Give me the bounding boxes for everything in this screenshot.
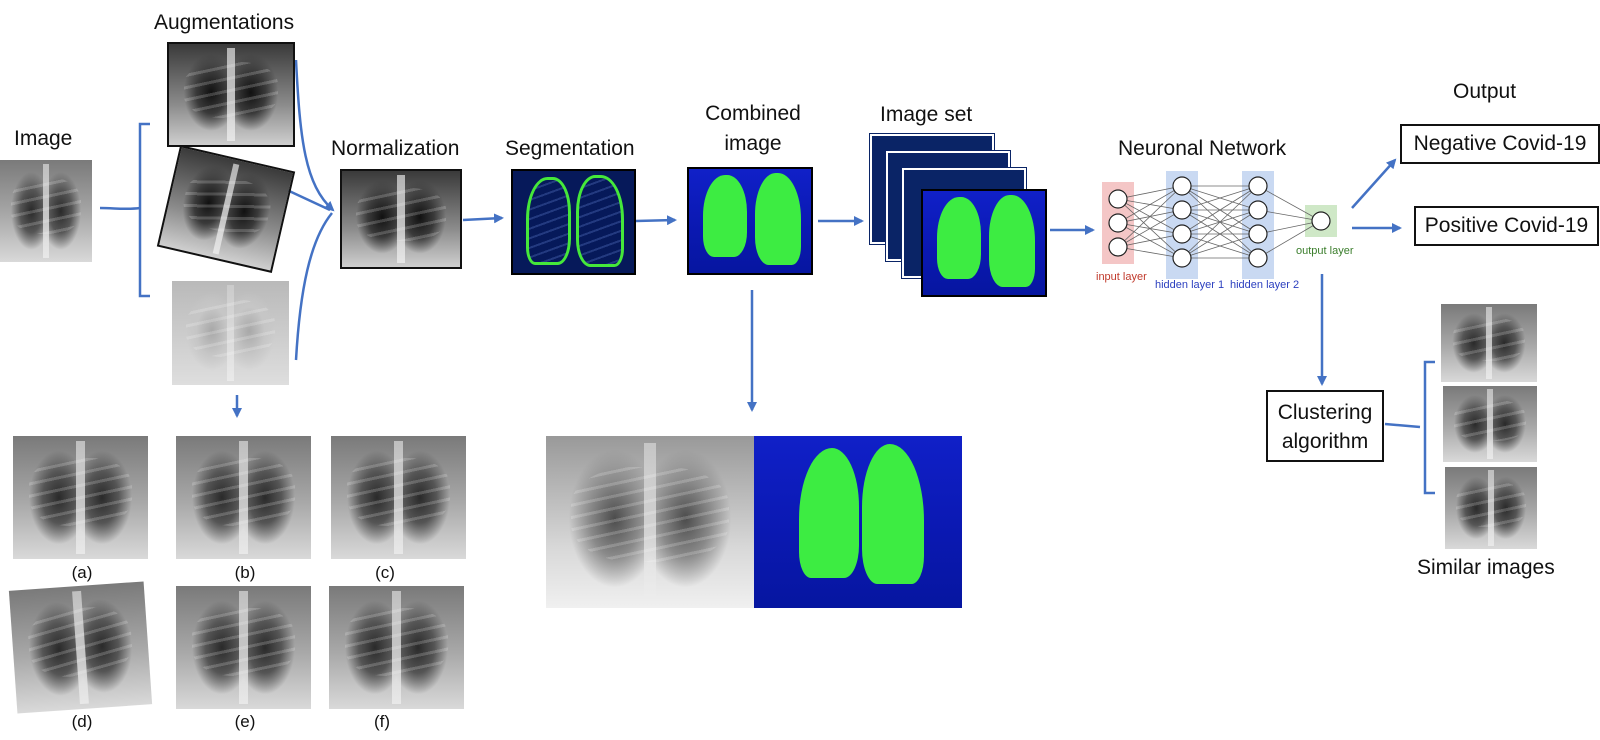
negative-covid-output-box: Negative Covid-19 [1400,124,1600,164]
similar-image-1 [1441,304,1537,382]
segmentation-label: Segmentation [505,137,635,160]
caption-c: (c) [375,563,395,582]
normalized-xray-image [340,169,462,269]
image-set-front-image [921,189,1047,297]
hidden2-node [1248,248,1268,268]
hidden2-node [1248,176,1268,196]
hidden2-node [1248,224,1268,244]
output-node [1311,211,1331,231]
detail-right-lung-fill [862,444,924,584]
image-set-label: Image set [880,103,973,126]
caption-a: (a) [71,563,93,582]
normalization-label: Normalization [331,137,460,160]
neural-network-diagram [1102,171,1337,279]
hidden1-node [1172,176,1192,196]
combined-detail-mask [754,436,962,608]
hidden1-node [1172,248,1192,268]
input-node [1108,237,1128,257]
augmentation-example-c [331,436,466,559]
output-layer-label: output layer [1296,245,1354,257]
augmentations-label: Augmentations [154,11,295,34]
hidden-layer-1-label: hidden layer 1 [1155,279,1225,291]
arrow-image-to-augmentations [99,206,141,211]
clustering-algorithm-box: Clustering algorithm [1266,390,1384,462]
arrow-segmentation-to-combined [635,215,677,226]
similar-image-3 [1445,467,1537,549]
arrow-aug1-to-normalization [294,59,335,212]
segmentation-mask-image [511,169,636,275]
caption-b: (b) [234,563,256,582]
output-label: Output [1453,80,1517,103]
positive-covid-output-box: Positive Covid-19 [1414,206,1599,246]
hidden1-node [1172,200,1192,220]
left-lung-fill [703,175,747,257]
arrow-network-to-negative [1351,158,1397,209]
similar-images-label: Similar images [1417,556,1555,579]
set-right-lung-fill [989,195,1035,287]
augmentation-image-1 [167,42,295,147]
arrow-normalization-to-segmentation [462,213,504,224]
augmentation-brace [138,122,150,298]
input-node [1108,213,1128,233]
caption-d: (d) [71,712,93,731]
input-node [1108,189,1128,209]
augmentation-example-e [176,586,311,709]
augmentation-image-3-faded [172,281,289,385]
caption-f: (f) [373,712,391,731]
arrow-aug3-to-normalization [294,212,333,361]
clustering-label-line2: algorithm [1281,430,1369,453]
left-lung-outline [526,177,571,265]
right-lung-outline [576,175,624,267]
input-xray-image [0,160,92,262]
right-lung-fill [755,173,801,265]
hidden1-node [1172,224,1192,244]
combined-detail-xray [546,436,754,608]
augmentation-example-d [8,581,153,714]
arrow-aug2-to-normalization [286,188,331,212]
augmentation-example-f [329,586,464,709]
augmentation-example-b [176,436,311,559]
hidden-layer-2-label: hidden layer 2 [1230,279,1300,291]
set-left-lung-fill [937,197,981,279]
similar-image-2 [1443,386,1537,462]
combined-label-line2: image [724,132,782,155]
caption-e: (e) [234,712,256,731]
similar-brace [1423,360,1435,495]
detail-left-lung-fill [799,448,859,578]
augmentation-example-a [13,436,148,559]
combined-image [687,167,813,275]
hidden2-node [1248,200,1268,220]
input-layer-label: input layer [1096,271,1147,283]
neuronal-network-label: Neuronal Network [1118,137,1287,160]
image-label: Image [14,127,73,150]
arrow-clustering-to-similar [1384,422,1421,429]
clustering-label-line1: Clustering [1277,401,1373,424]
combined-label-line1: Combined [705,102,801,125]
